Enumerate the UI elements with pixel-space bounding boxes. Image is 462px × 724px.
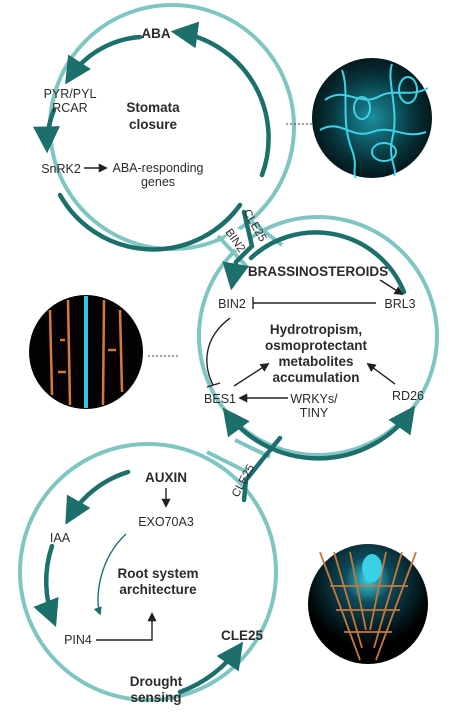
hydrotropism-line1: Hydrotropism, [270, 322, 362, 337]
cle25-neck-arrow [241, 435, 283, 503]
root-section-image-inset [29, 295, 178, 409]
middle-circle-outline [197, 215, 439, 457]
arrow-exo70a3-to-pin4 [93, 533, 127, 616]
hydrotropism-line3: metabolites [278, 354, 353, 369]
receptor-label-line2: RCAR [52, 101, 87, 115]
pin4-label: PIN4 [64, 633, 92, 647]
drought-line2: sensing [130, 690, 181, 705]
root-tip-image-inset [308, 544, 428, 664]
top-arrow-lower-loop [57, 192, 243, 252]
arrow-rd26-to-center [366, 362, 396, 385]
cle25-bottom-label: CLE25 [221, 628, 264, 643]
top-arrow-right-arc [170, 21, 271, 178]
middle-arrow-lower-arc [222, 405, 416, 461]
rd26-label: RD26 [392, 389, 424, 403]
bes1-label: BES1 [204, 392, 236, 406]
aba-label: ABA [141, 26, 170, 41]
cycle-arrows [33, 21, 416, 695]
stomata-closure-line2: closure [129, 117, 178, 132]
wrkys-line1: WRKYs/ [290, 392, 338, 406]
stomata-image-inset [286, 58, 432, 179]
bottom-arrow-auxin-to-iaa [65, 469, 131, 525]
bottom-arrow-iaa-to-pin4 [33, 543, 59, 628]
brl3-label: BRL3 [384, 297, 415, 311]
root-system-line1: Root system [117, 566, 198, 581]
brassinosteroids-label: BRASSINOSTEROIDS [248, 264, 388, 279]
top-arrow-receptor-to-snrk2 [33, 107, 61, 154]
auxin-label: AUXIN [145, 470, 187, 485]
hydrotropism-line2: osmoprotectant [265, 338, 368, 353]
root-system-line2: architecture [119, 582, 197, 597]
iaa-label: IAA [50, 531, 71, 545]
inhibit-bin2-bes1 [206, 317, 231, 388]
hydrotropism-line4: accumulation [272, 370, 359, 385]
stomata-closure-line1: Stomata [126, 100, 180, 115]
aba-responding-line2: genes [141, 175, 175, 189]
top-arrow-aba-to-receptor [65, 34, 143, 85]
middle-arrow-top-arc [248, 230, 407, 295]
receptor-label-line1: PYR/PYL [44, 87, 97, 101]
arrow-bes1-to-center [233, 363, 270, 387]
drought-line1: Drought [130, 674, 183, 689]
bin2-neck-arrow [222, 209, 255, 291]
arrow-brassinosteroids-to-brl3 [379, 279, 404, 295]
bottom-circle-outline [18, 442, 278, 702]
snrk2-label: SnRK2 [41, 162, 81, 176]
regulatory-arrows [84, 163, 404, 641]
inhibit-brl3-bin2 [252, 297, 376, 309]
aba-responding-line1: ABA-responding [112, 161, 203, 175]
bin2-label: BIN2 [218, 297, 246, 311]
wrkys-line2: TINY [300, 406, 329, 420]
bottom-arrow-drought-to-cle25 [177, 641, 244, 695]
arrow-pin4-to-center [96, 612, 157, 641]
exo70a3-label: EXO70A3 [138, 515, 194, 529]
